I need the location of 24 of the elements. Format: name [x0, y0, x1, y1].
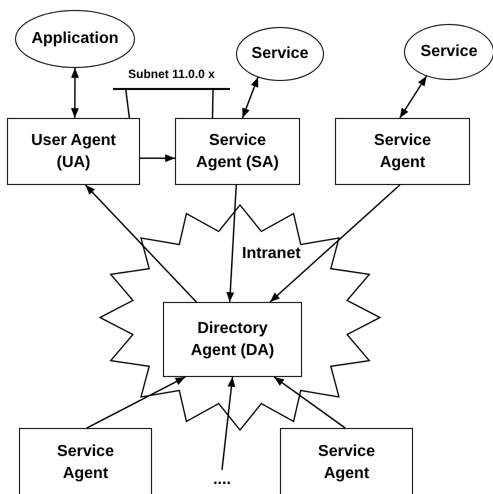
agent-box: Service Agent (SA)	[175, 118, 300, 185]
arrow	[399, 76, 428, 118]
ellipsis-text: ....	[208, 470, 236, 490]
agent-box: Service Agent	[335, 118, 470, 185]
application-ellipse: Application	[15, 10, 135, 68]
arrow	[70, 68, 79, 118]
bus-drop-line	[212, 90, 214, 118]
agent-box: User Agent (UA)	[7, 118, 140, 185]
service-ellipse: Service	[236, 27, 324, 81]
subnet-bus-label: Subnet 11.0.0 x	[113, 66, 230, 90]
arrow	[86, 376, 186, 429]
agent-box: Service Agent	[280, 428, 413, 494]
arrow	[270, 184, 400, 303]
agent-box: Directory Agent (DA)	[163, 302, 302, 377]
network-label: Intranet	[242, 244, 301, 264]
bus-drop-line	[125, 90, 130, 118]
arrow	[221, 376, 236, 470]
arrow	[274, 376, 346, 429]
service-ellipse: Service	[404, 24, 493, 80]
agent-box: Service Agent	[19, 428, 152, 494]
arrow	[242, 76, 259, 118]
arrow	[140, 154, 175, 162]
arrow	[226, 184, 237, 302]
arrow	[84, 184, 197, 302]
